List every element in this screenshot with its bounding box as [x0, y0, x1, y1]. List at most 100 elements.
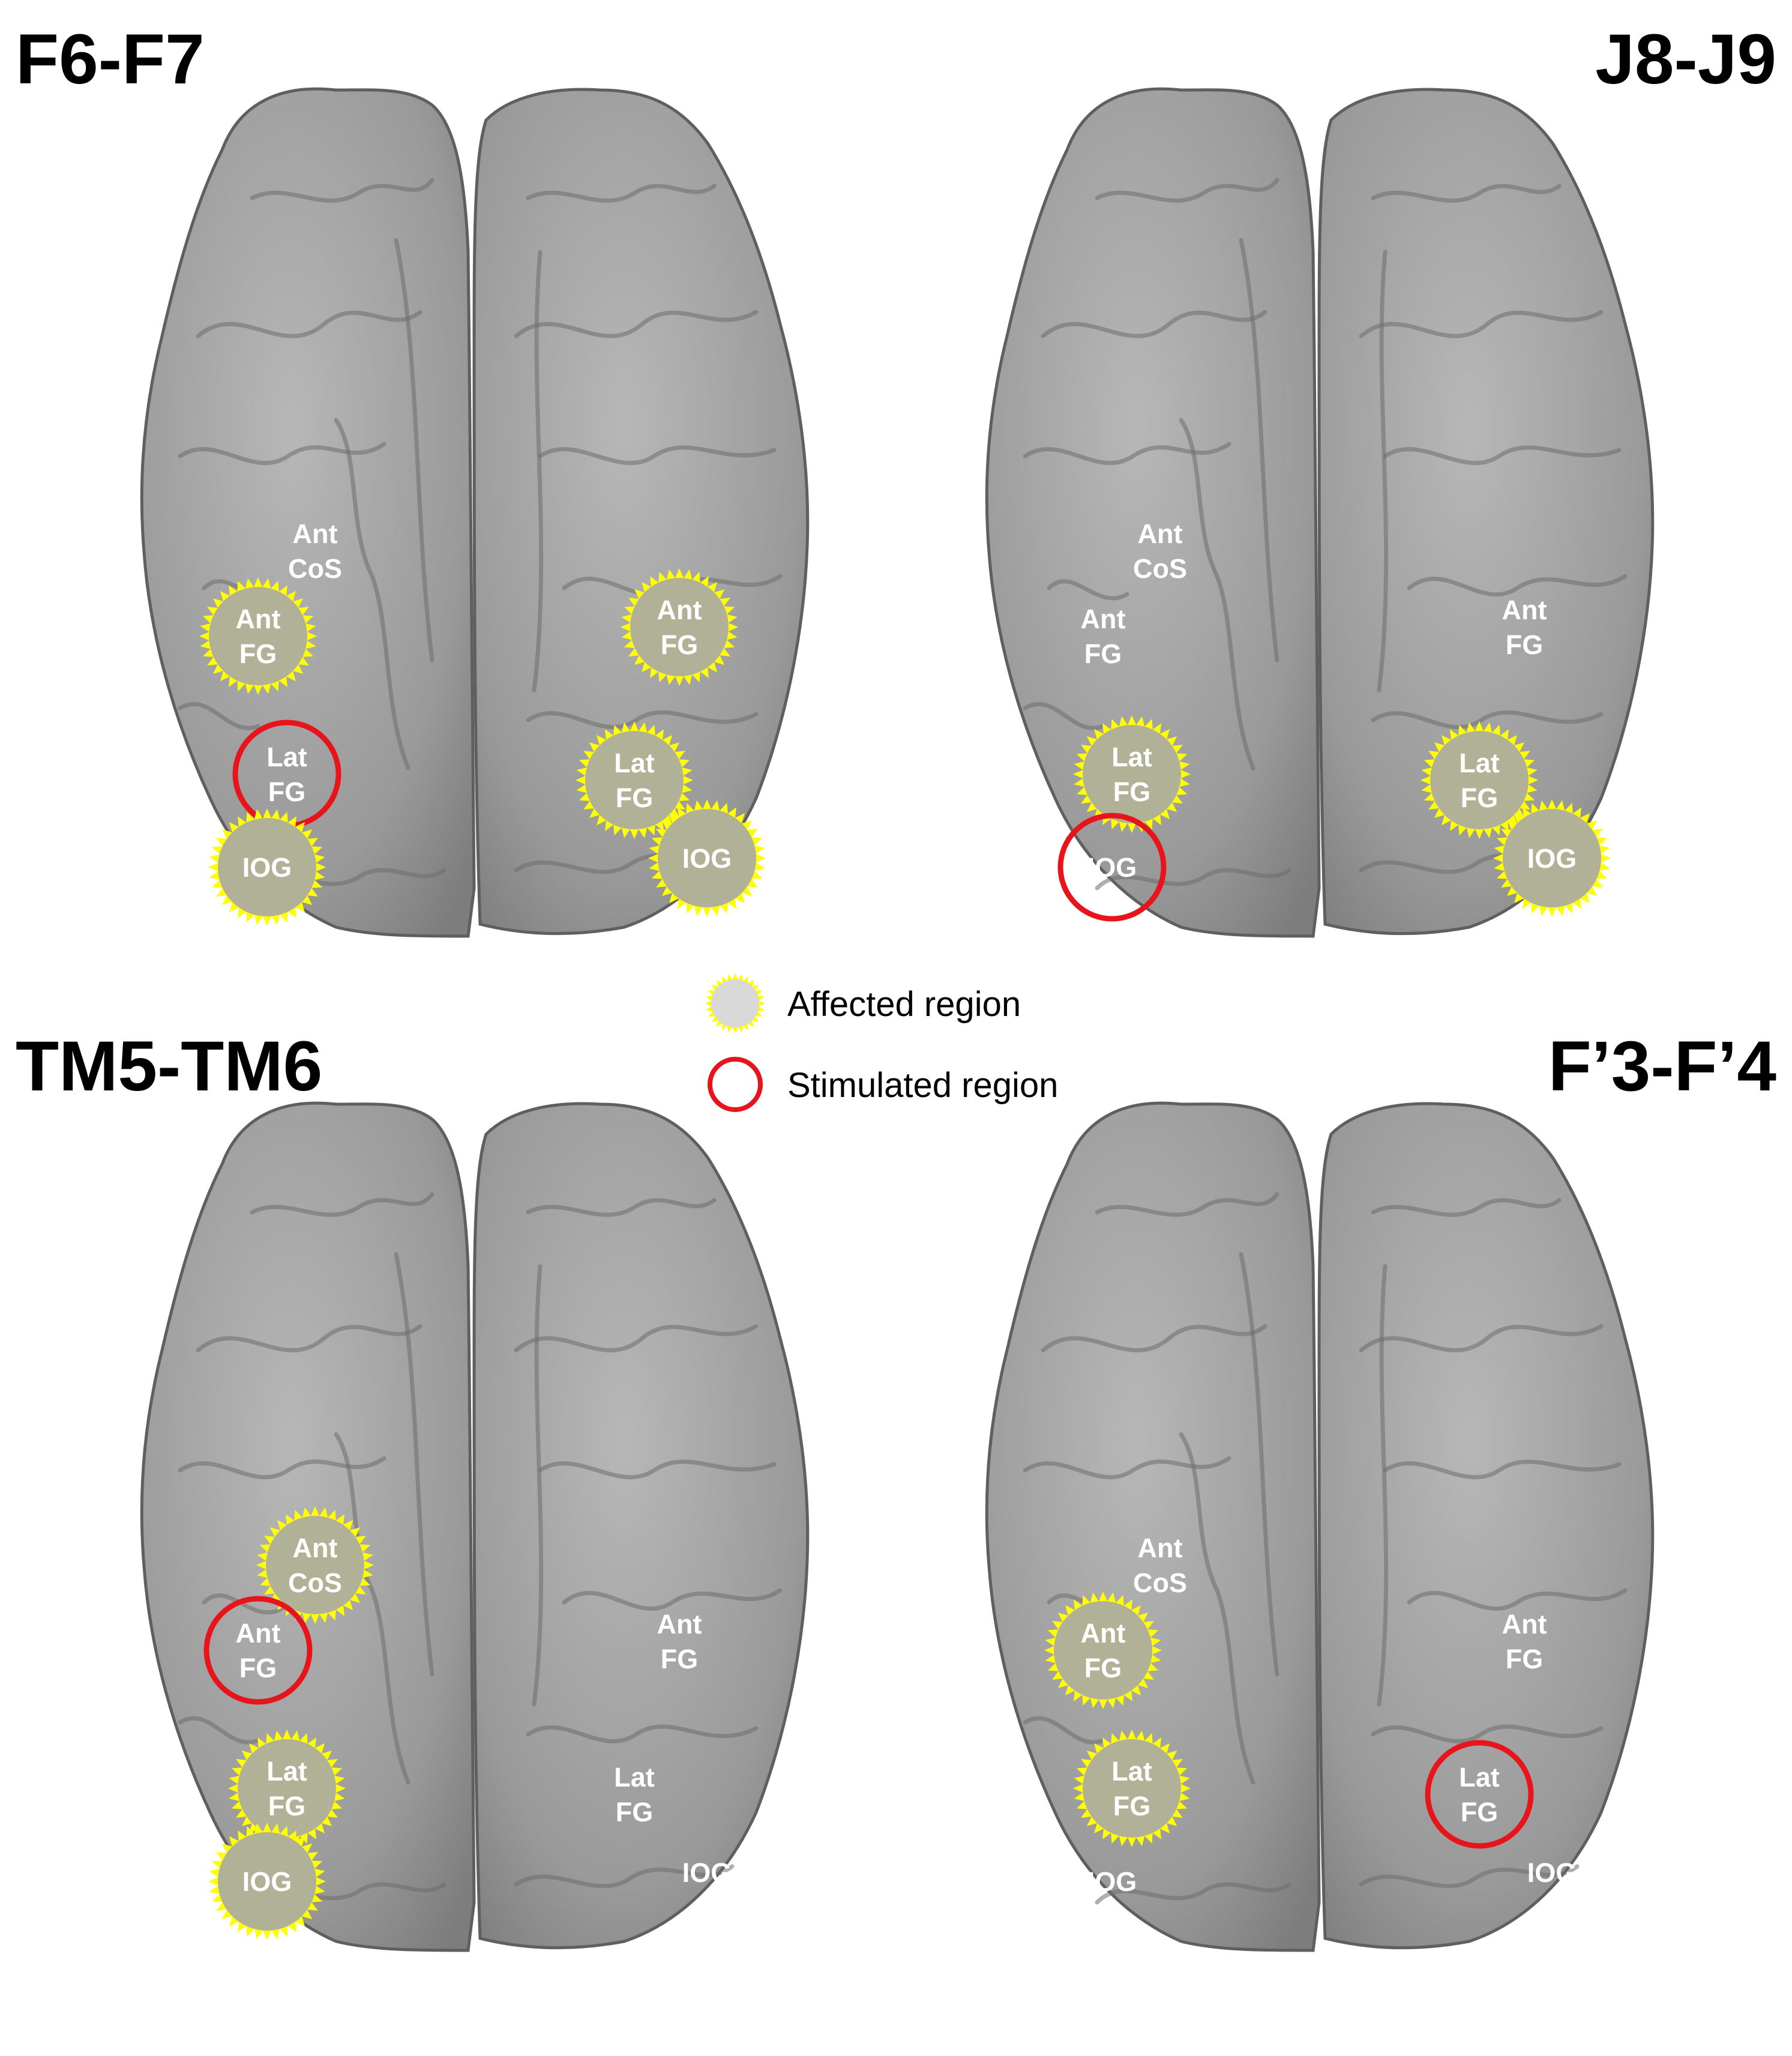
- legend-affected-icon-fill: [711, 979, 759, 1027]
- region-label: IOG: [682, 1857, 732, 1888]
- affected-region-fill: [585, 731, 684, 829]
- affected-region-fill: [218, 1832, 316, 1931]
- gyrus-fold: [526, 1724, 759, 1743]
- stimulated-region-marker: [1057, 813, 1167, 922]
- gyrus-fold: [538, 445, 777, 465]
- legend-stimulated-label: Stimulated region: [787, 1066, 1059, 1105]
- region-label: IOG: [1087, 1866, 1137, 1897]
- gyrus-fold: [1239, 1252, 1279, 1677]
- gyrus-fold: [562, 1588, 783, 1611]
- gyrus-fold: [394, 1252, 434, 1677]
- gyrus-fold: [394, 238, 434, 663]
- gyrus-fold: [178, 1456, 386, 1479]
- gyrus-fold: [1047, 579, 1129, 601]
- gyrus-fold: [250, 178, 434, 203]
- gyrus-fold: [1095, 178, 1279, 203]
- gyrus-fold: [1023, 1716, 1105, 1745]
- gyrus-fold: [1041, 1324, 1267, 1353]
- gyrus-fold: [1377, 250, 1389, 693]
- region-label: IOG: [682, 843, 732, 874]
- gyrus-fold: [1041, 310, 1267, 338]
- affected-region-fill: [1083, 1739, 1181, 1838]
- left-hemisphere: [140, 87, 476, 938]
- gyrus-fold: [1095, 1192, 1279, 1217]
- region-label: IOG: [1527, 1857, 1577, 1888]
- gyrus-fold: [526, 1198, 717, 1217]
- gyrus-fold: [1383, 445, 1622, 465]
- gyrus-fold: [250, 1192, 434, 1217]
- affected-region-fill: [1430, 731, 1529, 829]
- panel-title-f6-f7: F6-F7: [16, 20, 205, 99]
- left-hemisphere: [985, 1101, 1321, 1952]
- affected-region-fill: [1054, 1601, 1152, 1700]
- gyrus-fold: [1023, 1456, 1231, 1479]
- gyrus-fold: [334, 1432, 410, 1785]
- legend-affected-label: Affected region: [787, 985, 1021, 1024]
- gyrus-fold: [1371, 710, 1604, 729]
- gyrus-fold: [532, 1264, 544, 1707]
- gyrus-fold: [1239, 238, 1279, 663]
- gyrus-fold: [1359, 310, 1604, 338]
- stimulated-region-marker: [203, 1596, 313, 1705]
- gyrus-fold: [1407, 1588, 1628, 1611]
- affected-region-fill: [238, 1739, 336, 1838]
- gyrus-fold: [1179, 1432, 1255, 1785]
- panel-title-tm5-tm6: TM5-TM6: [16, 1027, 323, 1106]
- region-label: IOG: [1527, 843, 1577, 874]
- legend-stimulated-icon: [708, 1057, 763, 1112]
- gyrus-fold: [514, 1864, 735, 1889]
- affected-region-fill: [1083, 725, 1181, 823]
- gyrus-fold: [526, 184, 717, 203]
- gyrus-fold: [514, 310, 759, 338]
- gyrus-fold: [1359, 1324, 1604, 1353]
- gyrus-fold: [1023, 702, 1105, 730]
- gyrus-fold: [1377, 1264, 1389, 1707]
- gyrus-fold: [1383, 1459, 1622, 1479]
- legend: [705, 973, 765, 1112]
- gyrus-fold: [1371, 1724, 1604, 1743]
- affected-region-fill: [630, 578, 729, 676]
- gyrus-fold: [1359, 1864, 1580, 1889]
- affected-region-fill: [658, 809, 756, 907]
- gyrus-fold: [532, 250, 544, 693]
- affected-region-fill: [218, 818, 316, 916]
- region-label: IOG: [1087, 852, 1137, 883]
- gyrus-fold: [1371, 1198, 1562, 1217]
- gyrus-fold: [334, 418, 410, 771]
- left-hemisphere: [985, 87, 1321, 938]
- gyrus-fold: [1023, 442, 1231, 465]
- affected-region-fill: [1503, 809, 1601, 907]
- gyrus-fold: [178, 1716, 260, 1745]
- affected-region-fill: [209, 587, 307, 685]
- gyrus-fold: [196, 1324, 422, 1353]
- gyrus-fold: [538, 1459, 777, 1479]
- gyrus-fold: [178, 442, 386, 465]
- gyrus-fold: [1095, 1882, 1291, 1905]
- gyrus-fold: [178, 702, 260, 730]
- gyrus-fold: [514, 1324, 759, 1353]
